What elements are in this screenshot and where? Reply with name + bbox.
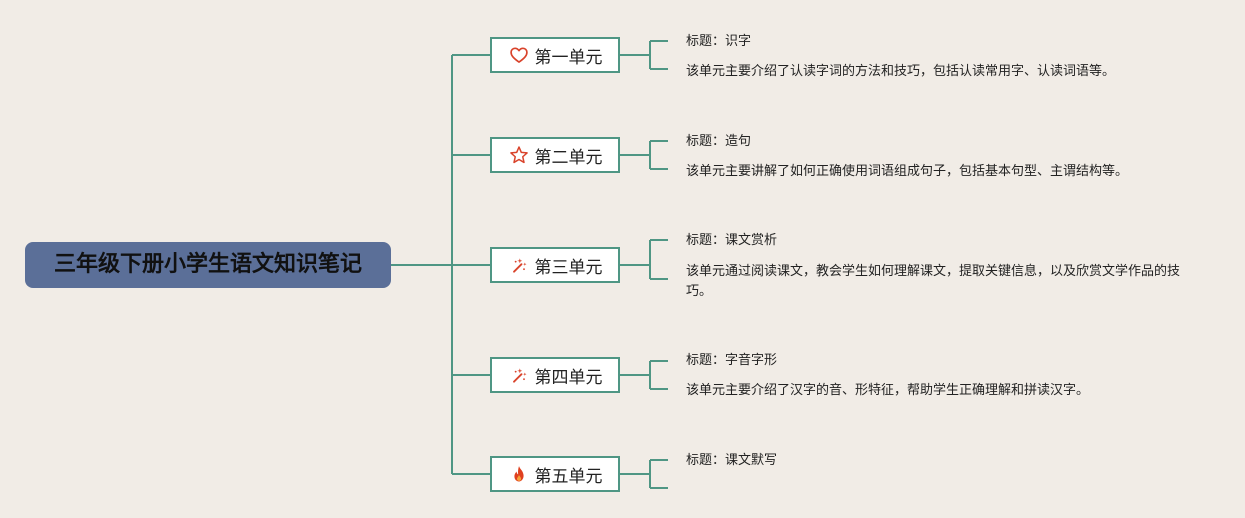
unit-1-label: 第一单元 xyxy=(534,47,603,68)
unit-1-title: 标题：识字 xyxy=(686,34,752,49)
bracket-unit-3 xyxy=(620,239,668,280)
bracket-unit-2 xyxy=(620,140,668,170)
unit-5-label: 第五单元 xyxy=(534,466,603,487)
star-icon xyxy=(508,144,530,166)
magic-wand-icon xyxy=(508,364,530,386)
unit-3-title: 标题：课文赏析 xyxy=(686,233,778,248)
unit-4-title: 标题：字音字形 xyxy=(686,353,778,368)
root-topic[interactable]: 三年级下册小学生语文知识笔记 xyxy=(25,242,391,288)
unit-1-desc: 该单元主要介绍了认读字词的方法和技巧，包括认读常用字、认读词语等。 xyxy=(686,64,1116,79)
heart-icon xyxy=(508,44,530,66)
magic-wand-icon xyxy=(508,254,530,276)
unit-1-node[interactable]: 第一单元 xyxy=(490,37,620,73)
unit-3-label: 第三单元 xyxy=(534,257,603,278)
fire-icon xyxy=(508,463,530,485)
bracket-unit-4 xyxy=(620,360,668,390)
unit-4-desc: 该单元主要介绍了汉字的音、形特征，帮助学生正确理解和拼读汉字。 xyxy=(686,383,1090,398)
bracket-unit-1 xyxy=(620,40,668,70)
unit-2-title: 标题：造句 xyxy=(686,134,752,149)
unit-5-title: 标题：课文默写 xyxy=(686,453,778,468)
unit-2-node[interactable]: 第二单元 xyxy=(490,137,620,173)
unit-2-desc: 该单元主要讲解了如何正确使用词语组成句子，包括基本句型、主谓结构等。 xyxy=(686,164,1129,179)
unit-4-node[interactable]: 第四单元 xyxy=(490,357,620,393)
root-title: 三年级下册小学生语文知识笔记 xyxy=(53,252,362,277)
unit-4-label: 第四单元 xyxy=(534,367,603,388)
unit-3-node[interactable]: 第三单元 xyxy=(490,247,620,283)
unit-3-desc: 该单元通过阅读课文，教会学生如何理解课文，提取关键信息，以及欣赏文学作品的技巧。 xyxy=(686,264,1181,299)
unit-5-node[interactable]: 第五单元 xyxy=(490,456,620,492)
bracket-unit-5 xyxy=(620,459,668,489)
unit-2-label: 第二单元 xyxy=(534,147,603,168)
